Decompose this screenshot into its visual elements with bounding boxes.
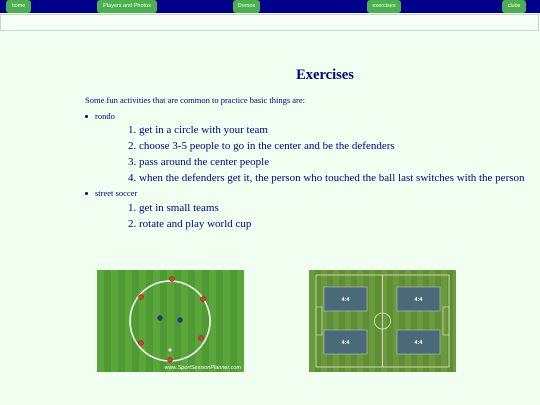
nav-demos[interactable]: Demos: [233, 0, 260, 13]
top-navbar: home Players and Photos Demos exercises …: [0, 0, 540, 13]
street-soccer-step-1: 1. get in small teams: [128, 202, 219, 214]
pitch-label-2: 4:4: [415, 297, 424, 303]
nav-home[interactable]: home: [6, 0, 31, 13]
pitch-label-4: 4:4: [415, 340, 424, 346]
nav-exercises[interactable]: exercises: [367, 0, 401, 13]
pitch-label-1: 4:4: [342, 297, 351, 303]
nav-clubs[interactable]: clubs: [502, 0, 526, 13]
nav-players-and-photos[interactable]: Players and Photos: [97, 0, 157, 13]
rondo-step-3: 3. pass around the center people: [128, 156, 270, 168]
intro-text: Some fun activities that are common to p…: [85, 95, 305, 105]
street-soccer-step-2: 2. rotate and play world cup: [128, 218, 252, 230]
rondo-step-4: 4. when the defenders get it, the person…: [128, 172, 525, 184]
image-watermark: www.SportSessionPlanner.com: [164, 365, 241, 371]
rondo-step-1: 1. get in a circle with your team: [128, 124, 268, 136]
subheader-bar: [0, 14, 539, 31]
rondo-step-2: 2. choose 3-5 people to go in the center…: [128, 140, 395, 152]
rondo-diagram-image: www.SportSessionPlanner.com: [97, 270, 244, 372]
street-soccer-pitch-image: 4:4 4:4 4:4 4:4: [309, 270, 456, 372]
activity-rondo: rondo: [85, 111, 115, 121]
activity-street-soccer: street soccer: [84, 188, 138, 198]
page-title: Exercises: [296, 67, 354, 83]
pitch-label-3: 4:4: [342, 340, 351, 346]
